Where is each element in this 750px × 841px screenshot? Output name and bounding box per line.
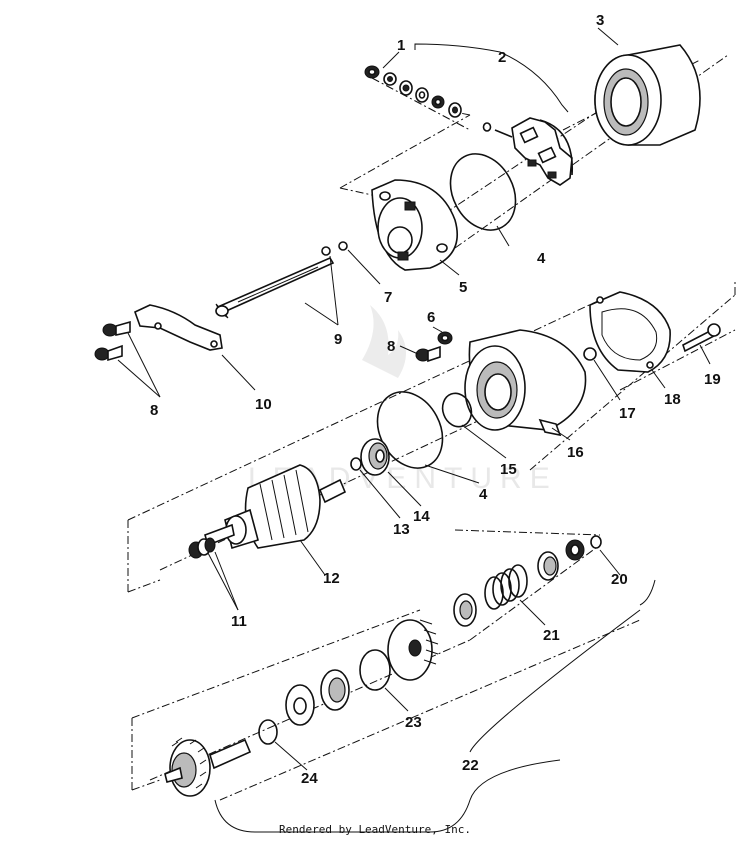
washer-stack [364,65,462,118]
callout-17: 17 [619,405,636,422]
yoke-housing [594,44,701,146]
o-ring-upper [449,153,517,231]
callout-19: 19 [704,371,721,388]
brush-holder-assembly [482,117,573,186]
bolts-left [94,320,131,362]
callout-24: 24 [301,770,318,787]
callout-9: 9 [334,331,342,348]
bracket-2-left [414,43,501,53]
mounting-bracket [134,304,223,351]
footer-credit: Rendered by LeadVenture, Inc. [278,823,472,836]
snap-ring-23 [359,649,391,691]
callout-1: 1 [397,37,405,54]
callout-5: 5 [459,279,467,296]
spring-21 [484,564,528,610]
assembly-outline-lower [131,529,641,801]
callout-14: 14 [413,508,430,525]
callout-18: 18 [664,391,681,408]
nut-6 [437,331,453,345]
bracket-2-right [499,51,569,113]
callout-21: 21 [543,627,560,644]
through-bolts [215,246,335,319]
clutch-plate [285,669,350,726]
callout-2: 2 [498,49,506,66]
bolt-mid [415,345,441,363]
bracket-22-lower [214,759,561,833]
washer-13 [350,457,362,471]
callout-numbers: 1 2 3 4 5 6 7 8 8 9 10 11 12 13 14 15 16… [150,12,721,787]
callout-6: 6 [427,309,435,326]
callout-4-upper: 4 [537,250,546,267]
snap-ring-24 [258,719,278,745]
callout-3: 3 [596,12,604,29]
callout-15: 15 [500,461,517,478]
bracket-22-right [639,579,656,606]
washers-11 [188,537,216,559]
front-housing [464,329,587,437]
washer-17 [583,347,597,361]
washer-7 [338,241,348,251]
drive-washers-20 [537,535,602,581]
drive-gear-shaft [164,737,252,797]
plate-18 [589,291,671,373]
callout-11: 11 [231,613,247,630]
bracket-22-mid [469,609,641,753]
bearing-14 [360,438,390,476]
callout-16: 16 [567,444,584,461]
sleeve [453,593,477,627]
callout-22: 22 [462,757,479,774]
callout-20: 20 [611,571,628,588]
callout-23: 23 [405,714,422,731]
callout-8-mid: 8 [387,338,395,355]
callout-10: 10 [255,396,272,413]
bolt-19 [682,323,721,353]
callout-13: 13 [393,521,410,538]
leader-lines [117,27,711,771]
callout-7: 7 [384,289,392,306]
pinion-gear [387,619,439,681]
callout-12: 12 [323,570,340,587]
callout-4-lower: 4 [479,486,488,503]
rear-end-cover [371,179,459,271]
callout-8-left: 8 [150,402,158,419]
